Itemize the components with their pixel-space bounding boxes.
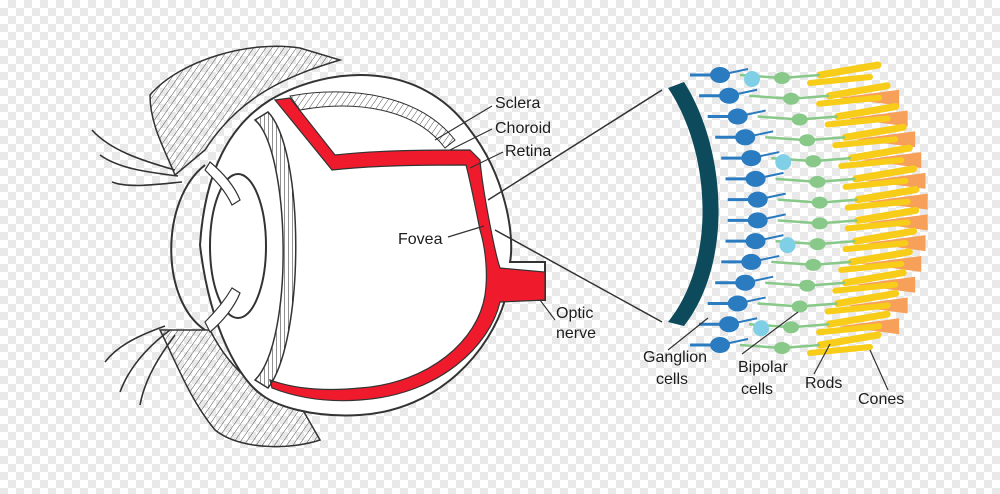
label-retina: Retina [505,143,551,160]
amacrine-cell [744,71,760,87]
bipolar-soma [783,321,800,334]
label-ganglion: Ganglion [643,349,707,366]
ganglion-soma [710,337,730,353]
rod [852,227,918,245]
rod [824,115,891,128]
rod [838,157,905,170]
rod [852,165,918,183]
bipolar-soma [805,258,822,271]
ganglion-soma [741,253,762,270]
rod [854,186,920,204]
ganglion-soma [747,212,768,229]
retina-layer [269,97,546,402]
rod [842,240,909,253]
ganglion-soma [727,295,748,312]
rod [847,144,913,162]
rod [842,177,909,190]
bipolar-soma [811,196,828,209]
leader-lines [434,105,889,391]
rod [834,103,900,121]
bipolar-soma [774,342,790,354]
label-cones: Cones [858,391,904,408]
rods-group [807,61,920,356]
rod [841,123,907,141]
bipolar-cells-group [739,71,858,354]
rod [816,61,882,79]
ganglion-soma [719,87,740,104]
label-ganglion-cells: cells [656,371,688,388]
iris-lower [204,287,241,333]
label-fovea: Fovea [398,231,443,248]
bipolar-soma [809,175,826,188]
bipolar-soma [809,238,826,251]
eye-cross-section [91,45,546,448]
ganglion-soma [741,150,762,167]
amacrine-cell [779,237,796,254]
rod [807,74,873,86]
upper-eyelashes [91,129,183,187]
rod [841,269,907,287]
ganglion-soma [735,274,756,291]
label-bipolar-cells: cells [741,381,773,398]
zoom-lines [487,89,663,323]
amacrine-cell [753,320,770,337]
retina-cell-detail [668,61,928,356]
cornea [170,164,206,331]
bipolar-soma [791,113,808,126]
rod [832,281,899,294]
amacrine-cell [775,154,792,171]
rod [832,136,899,149]
rod [854,206,920,224]
ganglion-soma [727,108,748,125]
iris-upper [204,161,241,206]
ganglion-soma [735,129,756,146]
lower-eyelashes [104,325,176,406]
ganglion-soma [710,67,730,83]
bipolar-soma [811,217,828,230]
rod [825,82,891,100]
bipolar-soma [791,300,808,313]
rod [816,331,882,349]
rod [838,260,905,273]
label-rods: Rods [805,375,842,392]
choroid-layer [289,91,456,149]
upper-eyelid [149,45,343,177]
label-sclera: Sclera [495,95,540,112]
bipolar-soma [799,134,816,147]
rod [816,94,883,107]
label-bipolar: Bipolar [738,359,788,376]
lens [209,173,267,319]
label-nerve: nerve [556,325,596,342]
rod [834,289,900,307]
inner-limiting-membrane [668,82,719,326]
bipolar-soma [774,72,790,84]
rod [807,344,873,356]
rod [816,323,883,336]
ganglion-soma [745,233,766,250]
bipolar-soma [799,279,816,292]
rod [847,248,913,266]
bipolar-soma [805,155,822,168]
ciliary-body [253,111,297,389]
bipolar-soma [783,92,800,105]
rod [824,302,891,315]
rod [844,219,911,232]
ganglion-soma [745,170,766,187]
ganglion-soma [747,191,768,208]
rod [844,198,911,211]
label-optic: Optic [556,305,593,322]
ganglion-cells-group [690,67,786,353]
label-choroid: Choroid [495,120,551,137]
rod [825,310,891,328]
ganglion-soma [719,316,740,333]
